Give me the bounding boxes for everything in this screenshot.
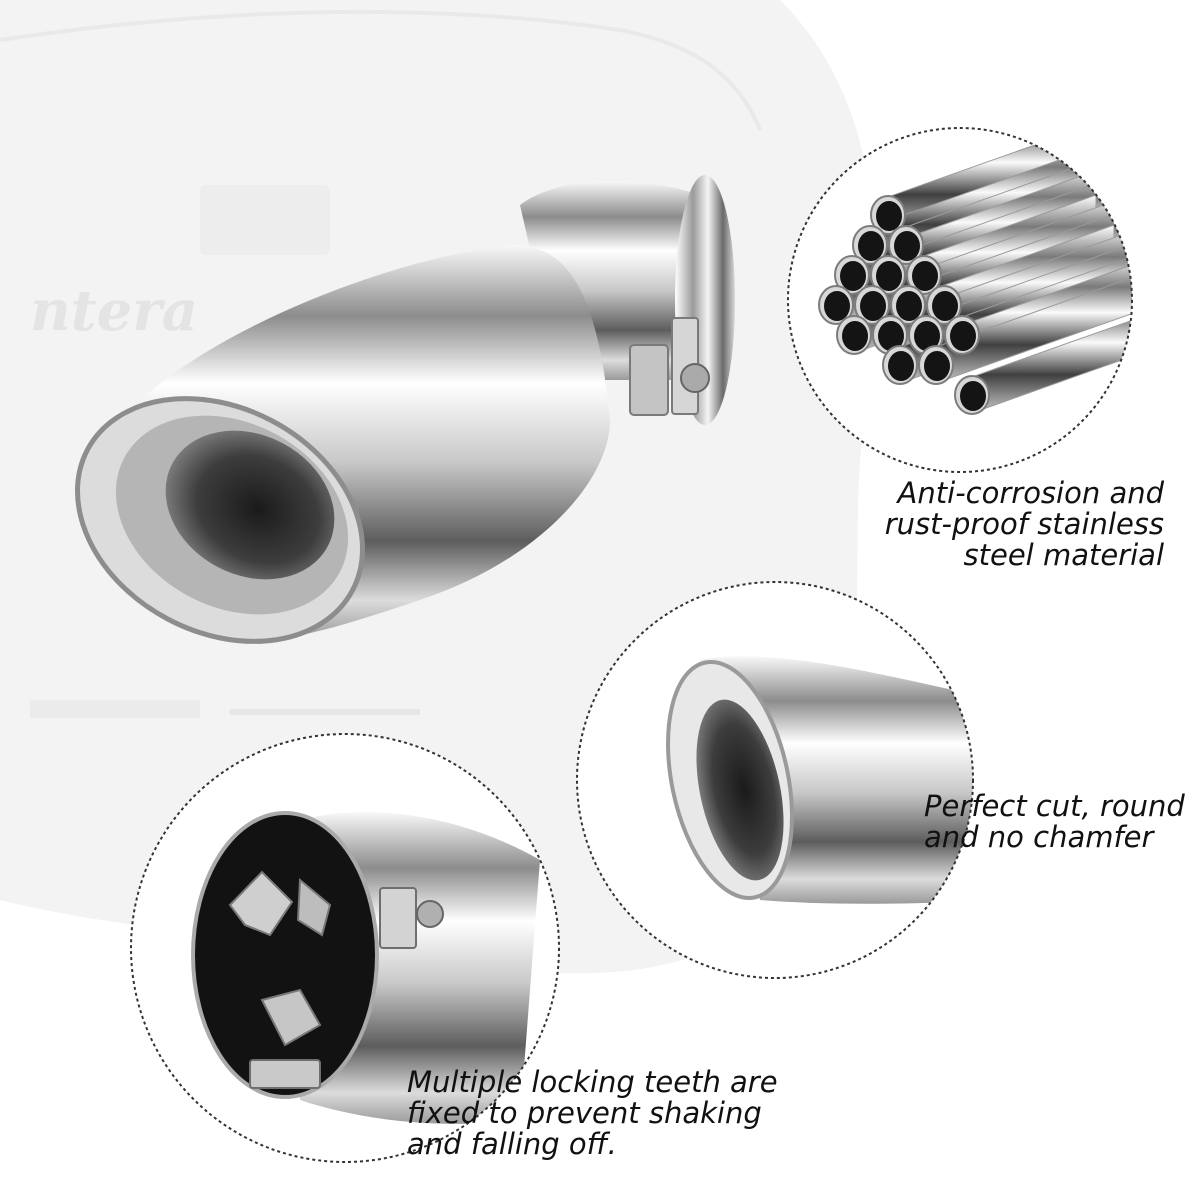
- tube-opening: [894, 231, 920, 261]
- callout-locking-teeth: [130, 733, 560, 1163]
- exhaust-tip-main: [75, 175, 735, 644]
- caption-cut-line: and no chamfer: [924, 820, 1154, 854]
- tube-opening: [876, 261, 902, 291]
- callout-stainless-tubes: [787, 127, 1133, 473]
- tube-opening: [842, 321, 868, 351]
- tube-opening: [896, 291, 922, 321]
- tube-opening: [924, 351, 950, 381]
- tube-opening: [824, 291, 850, 321]
- tube-opening: [858, 231, 884, 261]
- caption-teeth-line: Multiple locking teeth are: [407, 1065, 778, 1099]
- tube-opening: [840, 261, 866, 291]
- caption-cut: Perfect cut, round and no chamfer: [924, 791, 1185, 853]
- car-badge: ntera: [30, 278, 198, 344]
- caption-material: Anti-corrosion and rust-proof stainless …: [885, 478, 1164, 571]
- callout-perfect-cut: [576, 581, 974, 979]
- caption-teeth-line: fixed to prevent shaking: [407, 1096, 762, 1130]
- tube-opening: [888, 351, 914, 381]
- tube-opening: [860, 291, 886, 321]
- tube-opening: [914, 321, 940, 351]
- tube-opening: [932, 291, 958, 321]
- caption-teeth: Multiple locking teeth are fixed to prev…: [407, 1067, 778, 1160]
- caption-material-line: steel material: [963, 538, 1164, 572]
- tube-opening: [876, 201, 902, 231]
- caption-material-line: rust-proof stainless: [884, 507, 1164, 541]
- tube-opening: [950, 321, 976, 351]
- caption-teeth-line: and falling off.: [407, 1127, 617, 1161]
- tube-opening: [878, 321, 904, 351]
- caption-material-line: Anti-corrosion and: [897, 476, 1164, 510]
- tube-opening: [912, 261, 938, 291]
- tube-opening: [960, 381, 986, 411]
- caption-cut-line: Perfect cut, round: [924, 789, 1185, 823]
